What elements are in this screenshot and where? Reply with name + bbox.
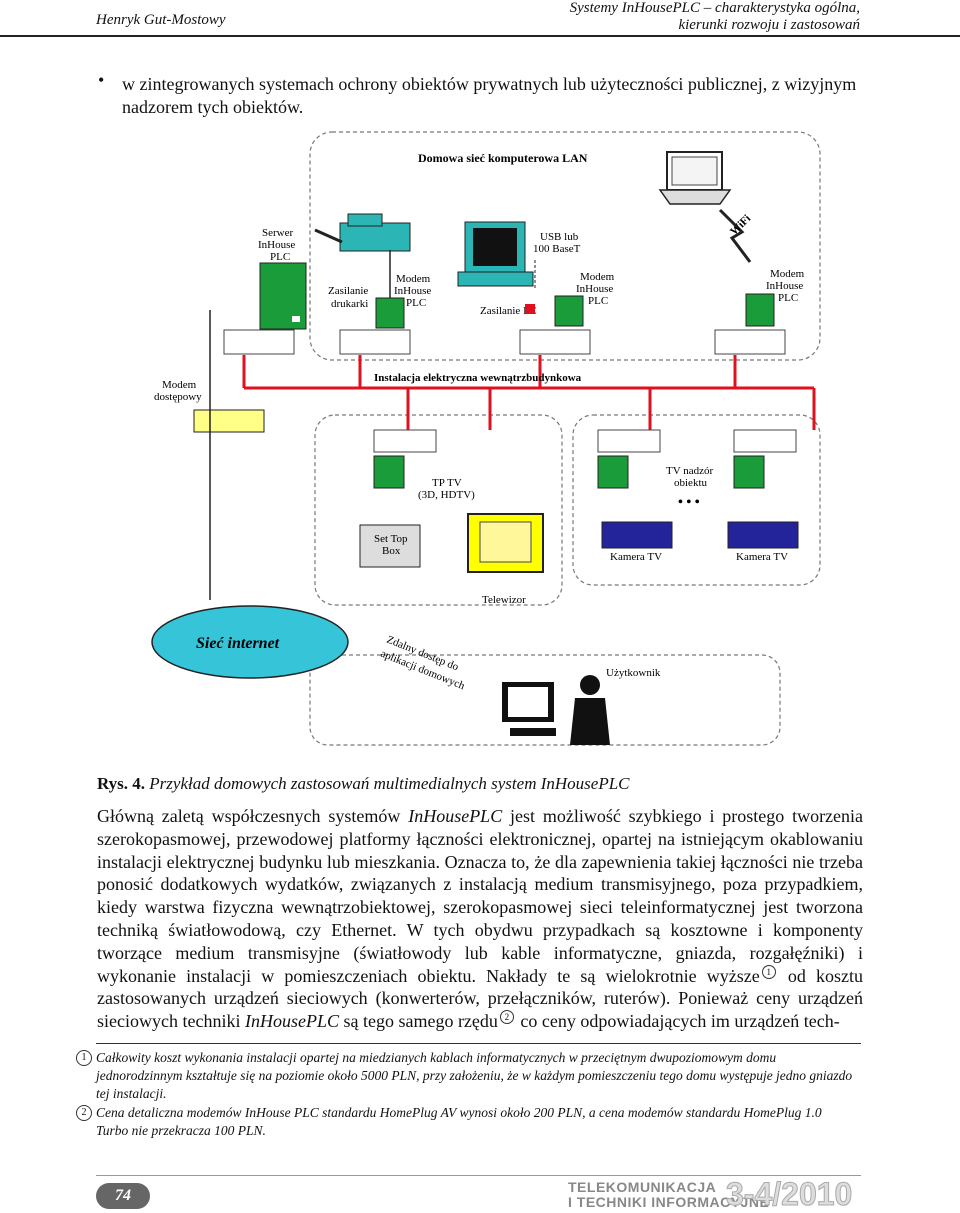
socket-2 (339, 329, 411, 355)
pc-power: Zasilanie PC (480, 305, 537, 317)
camera-2-icon (727, 521, 799, 549)
camera-2-label: Kamera TV (736, 551, 788, 563)
body-paragraph: Główną zaletą współczesnych systemów InH… (97, 805, 863, 1033)
access-modem-2: dostępowy (154, 391, 202, 403)
body-p3: od kosztu zastosowanych urządzeń sieciow… (97, 965, 863, 1032)
footnote-ref-1[interactable]: 1 (761, 964, 776, 979)
body-italic-2: InHousePLC (244, 1011, 339, 1032)
caption-label: Rys. 4. (97, 774, 146, 793)
ellipsis: • • • (678, 495, 700, 510)
tv-label: Telewizor (482, 594, 526, 606)
server-label-3: PLC (270, 251, 290, 263)
footnote-2-text: Cena detaliczna modemów InHouse PLC stan… (96, 1105, 822, 1138)
modem-label-b1: Modem (580, 271, 615, 283)
footnote-ref-2[interactable]: 2 (499, 1010, 514, 1025)
modem-tv-icon (373, 455, 405, 489)
modem-label-a2: InHouse (394, 285, 431, 297)
modem-label-b3: PLC (588, 295, 608, 307)
figure-caption: Rys. 4. Przykład domowych zastosowań mul… (97, 774, 630, 794)
printer-power-2: drukarki (331, 298, 368, 310)
modem-a-icon (375, 297, 405, 329)
camera-1-icon (601, 521, 673, 549)
user-region (309, 654, 781, 746)
magazine-line1: TELEKOMUNIKACJA (568, 1179, 717, 1195)
cctv-region (572, 414, 821, 586)
tptv-label-2: (3D, HDTV) (418, 489, 475, 501)
body-p1: Główną zaletą współczesnych systemów (97, 806, 401, 826)
settop-box (359, 524, 421, 568)
lan-region (309, 131, 821, 361)
footnote-1-text: Całkowity koszt wykonania instalacji opa… (96, 1050, 853, 1101)
socket-cam-2 (733, 429, 797, 453)
bullet-text: w zintegrowanych systemach ochrony obiek… (122, 74, 857, 117)
modem-label-c3: PLC (778, 292, 798, 304)
footer-rule (96, 1175, 861, 1176)
issue-number: 3-4/2010 (725, 1176, 853, 1213)
modem-label-c1: Modem (770, 268, 805, 280)
magazine-line2: I TECHNIKI INFORMACYJNE (568, 1194, 770, 1210)
internet-label: Sieć internet (196, 635, 280, 652)
body-p4: są tego samego rzędu (343, 1011, 498, 1032)
user-computer-icon (502, 682, 556, 736)
bullet-marker: • (98, 70, 105, 90)
user-person-icon (570, 675, 610, 745)
running-header-title: Systemy InHousePLC – charakterystyka ogó… (570, 0, 860, 34)
socket-tv (373, 429, 437, 453)
wifi-bolt-icon (718, 208, 752, 263)
camera-1-label: Kamera TV (610, 551, 662, 563)
header-rule (0, 35, 960, 37)
access-modem-1: Modem (162, 379, 197, 391)
footnote-rule (96, 1043, 861, 1044)
modem-label-c2: InHouse (766, 280, 803, 292)
socket-4 (714, 329, 786, 355)
modem-label-a3: PLC (406, 297, 426, 309)
socket-cam-1 (597, 429, 661, 453)
installation-label: Instalacja elektryczna wewnątrzbudynkowa (374, 372, 582, 384)
footnote-2: 2 Cena detaliczna modemów InHouse PLC st… (76, 1104, 856, 1140)
access-modem-icon (193, 409, 265, 433)
magazine-name: TELEKOMUNIKACJA I TECHNIKI INFORMACYJNE (568, 1180, 769, 1210)
network-diagram: Domowa sieć komputerowa LAN Serwer InHou… (151, 131, 821, 746)
usb-label-2: 100 BaseT (533, 243, 581, 255)
page-number: 74 (96, 1183, 150, 1209)
tv-monitoring-2: obiektu (674, 477, 707, 489)
server-label-2: InHouse (258, 239, 295, 251)
footnote-2-number: 2 (76, 1105, 92, 1121)
printer-icon (314, 213, 411, 252)
caption-text: Przykład domowych zastosowań multimedial… (149, 774, 630, 793)
modem-c-icon (745, 293, 775, 327)
tptv-label-1: TP TV (432, 477, 462, 489)
modem-b-icon (554, 295, 584, 327)
lan-title: Domowa sieć komputerowa LAN (418, 151, 588, 165)
modem-cam2-icon (733, 455, 765, 489)
running-header-author: Henryk Gut-Mostowy (96, 12, 226, 28)
socket-3 (519, 329, 591, 355)
server-label-1: Serwer (262, 227, 293, 239)
laptop-icon (658, 151, 732, 205)
footnote-1-number: 1 (76, 1050, 92, 1066)
modem-label-a1: Modem (396, 273, 431, 285)
modem-cam1-icon (597, 455, 629, 489)
pc-icon (457, 221, 534, 287)
settop-label-1: Set Top (374, 533, 408, 545)
usb-label-1: USB lub (540, 231, 579, 243)
body-p5: co ceny odpowiadających im urządzeń tech… (520, 1011, 840, 1032)
printer-power-1: Zasilanie (328, 285, 368, 297)
socket-1 (223, 329, 295, 355)
tv-monitoring-1: TV nadzór (666, 465, 713, 477)
tv-region (314, 414, 563, 606)
body-italic-1: InHousePLC (408, 806, 503, 826)
modem-label-b2: InHouse (576, 283, 613, 295)
user-label: Użytkownik (606, 667, 661, 679)
settop-label-2: Box (382, 545, 401, 557)
internet-cloud (151, 605, 349, 679)
body-p2: jest możliwość szybkiego i prostego twor… (97, 806, 864, 986)
footnote-1: 1 Całkowity koszt wykonania instalacji o… (76, 1049, 856, 1103)
header-title-line2: kierunki rozwoju i zastosowań (678, 17, 860, 33)
header-title-line1: Systemy InHousePLC – charakterystyka ogó… (569, 0, 860, 16)
